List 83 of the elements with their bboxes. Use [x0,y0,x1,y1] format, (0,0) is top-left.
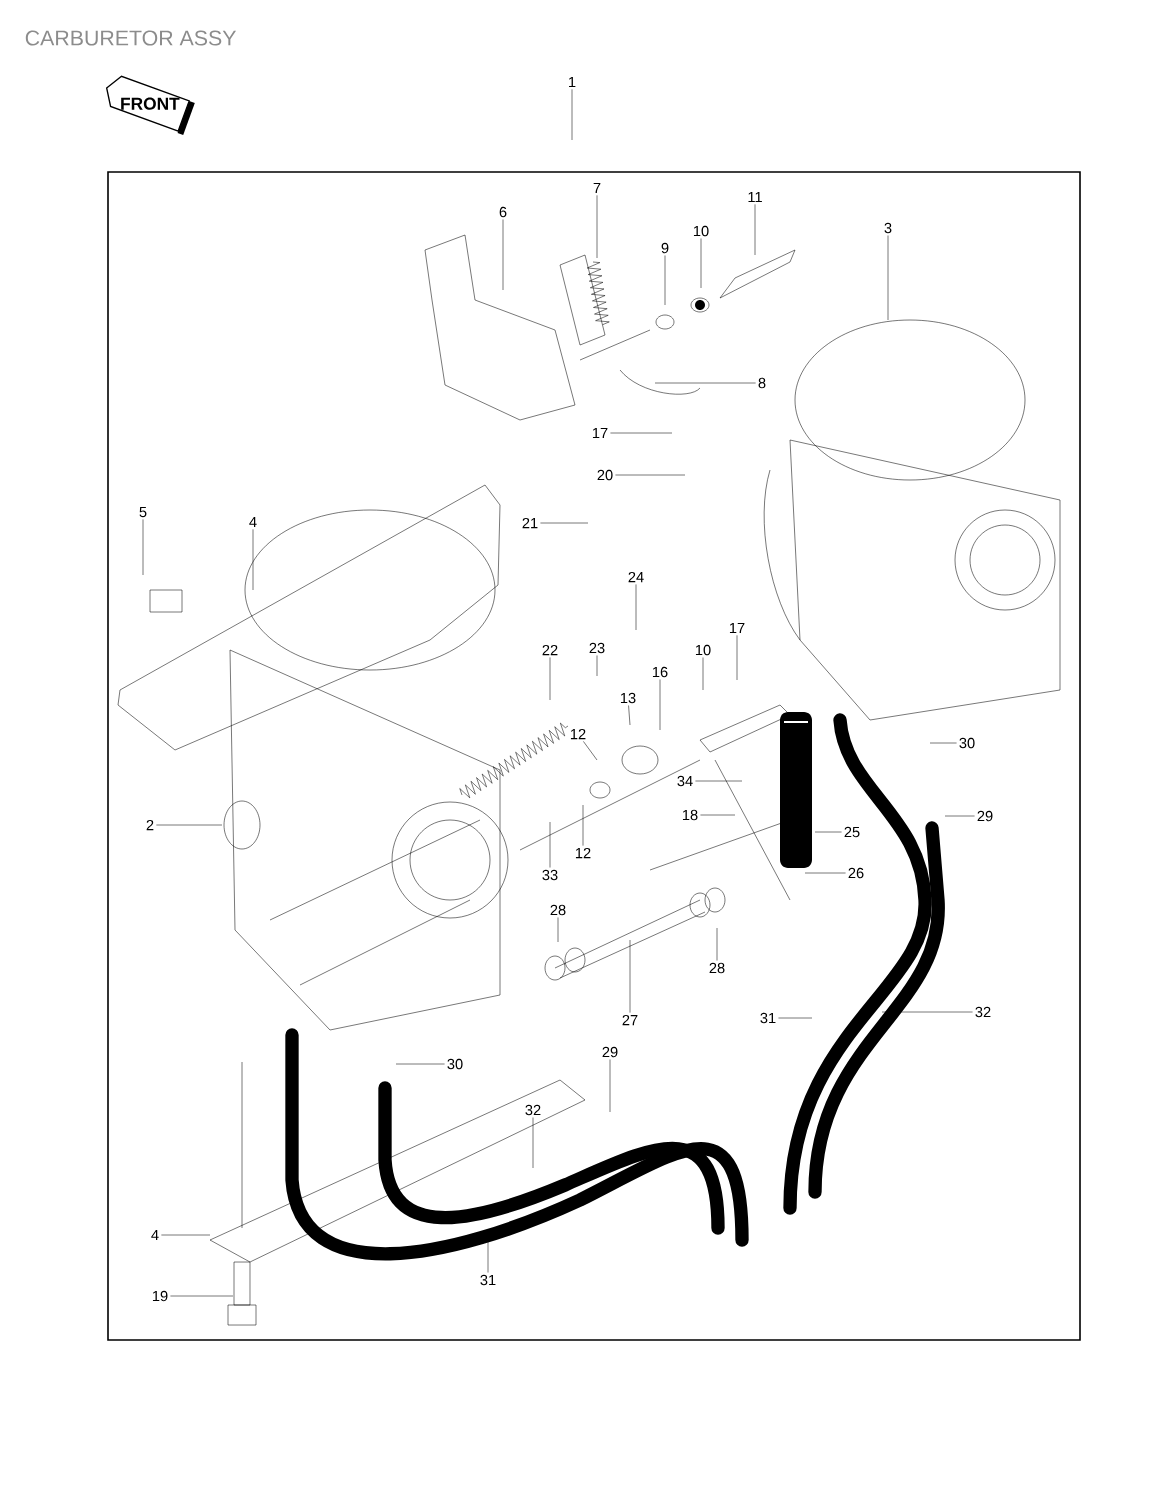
leader-line [881,1011,973,1013]
callout-number: 31 [760,1012,776,1024]
leader-line [609,1059,611,1113]
leader-line [702,657,704,691]
leader-line [659,679,661,731]
leader-line [596,195,598,259]
leader-line [582,804,584,846]
callout-number: 7 [593,182,601,194]
callout-number: 19 [152,1290,168,1302]
callout-number: 16 [652,666,668,678]
leader-line [700,814,736,816]
leader-line [804,872,846,874]
leader-line [540,522,589,524]
callout-number: 32 [975,1006,991,1018]
callout-number: 3 [884,222,892,234]
leader-line [549,821,551,868]
leader-line [944,815,975,817]
leader-line [142,519,144,576]
leader-line [596,655,598,677]
leader-line [778,1017,813,1019]
leader-line [629,939,631,1013]
leader-line [700,238,702,289]
leader-line [610,432,673,434]
leader-line [716,927,718,961]
callout-number: 32 [525,1104,541,1116]
leader-line [252,529,254,591]
callout-number: 20 [597,469,613,481]
callout-number: 33 [542,869,558,881]
callout-number: 11 [748,192,762,203]
title: CARBURETOR ASSY [25,30,236,46]
leader-line [887,235,889,321]
callout-number: 4 [249,517,257,528]
callout-number: 21 [522,517,538,529]
leader-line [161,1234,211,1236]
leader-line [635,584,637,631]
leader-line [929,742,957,744]
callout-number: 34 [677,775,693,787]
callout-number: 12 [570,728,586,740]
callout-number: 25 [844,826,860,838]
leader-line [754,204,756,256]
leader-line [571,89,573,141]
leader-line [695,780,743,782]
callout-number: 29 [977,810,993,822]
callout-number: 10 [693,225,709,237]
leader-line [549,657,551,701]
leader-line [664,255,666,306]
leader-line [170,1295,234,1297]
callout-number: 31 [480,1274,496,1286]
leader-line [156,824,223,826]
leader-line [502,219,504,291]
callout-number: 28 [709,962,725,974]
leader-line [532,1117,534,1169]
callout-number: 12 [575,847,591,859]
callout-number: 18 [682,809,698,821]
leader-line [583,741,598,761]
callout-number: 26 [848,867,864,879]
leader-line [557,917,559,943]
callout-number: 17 [592,428,608,439]
leader-line [628,705,631,726]
callout-number: 8 [758,377,766,389]
callout-number: 30 [447,1058,463,1070]
callout-number: 6 [499,206,507,218]
callout-number: 23 [589,642,605,654]
callout-number: 5 [139,506,147,518]
callout-number: 13 [620,692,636,704]
callout-number: 27 [622,1014,638,1026]
leader-line [615,474,686,476]
callout-number: 22 [542,644,558,656]
callout-number: 29 [602,1046,618,1058]
leader-line [814,831,842,833]
leader-line [487,1241,489,1273]
callout-number: 24 [628,571,644,583]
callout-number: 10 [695,644,711,656]
callout-number: 2 [146,819,154,831]
callout-number: 28 [550,904,566,916]
callout-number: 17 [729,623,745,634]
leader-line [736,635,738,681]
callout-number: 4 [151,1230,159,1241]
leader-line [654,382,756,384]
callout-number: 1 [569,76,576,88]
callout-number: 30 [959,737,975,749]
callout-number: 9 [661,242,669,254]
leader-line [395,1063,445,1065]
